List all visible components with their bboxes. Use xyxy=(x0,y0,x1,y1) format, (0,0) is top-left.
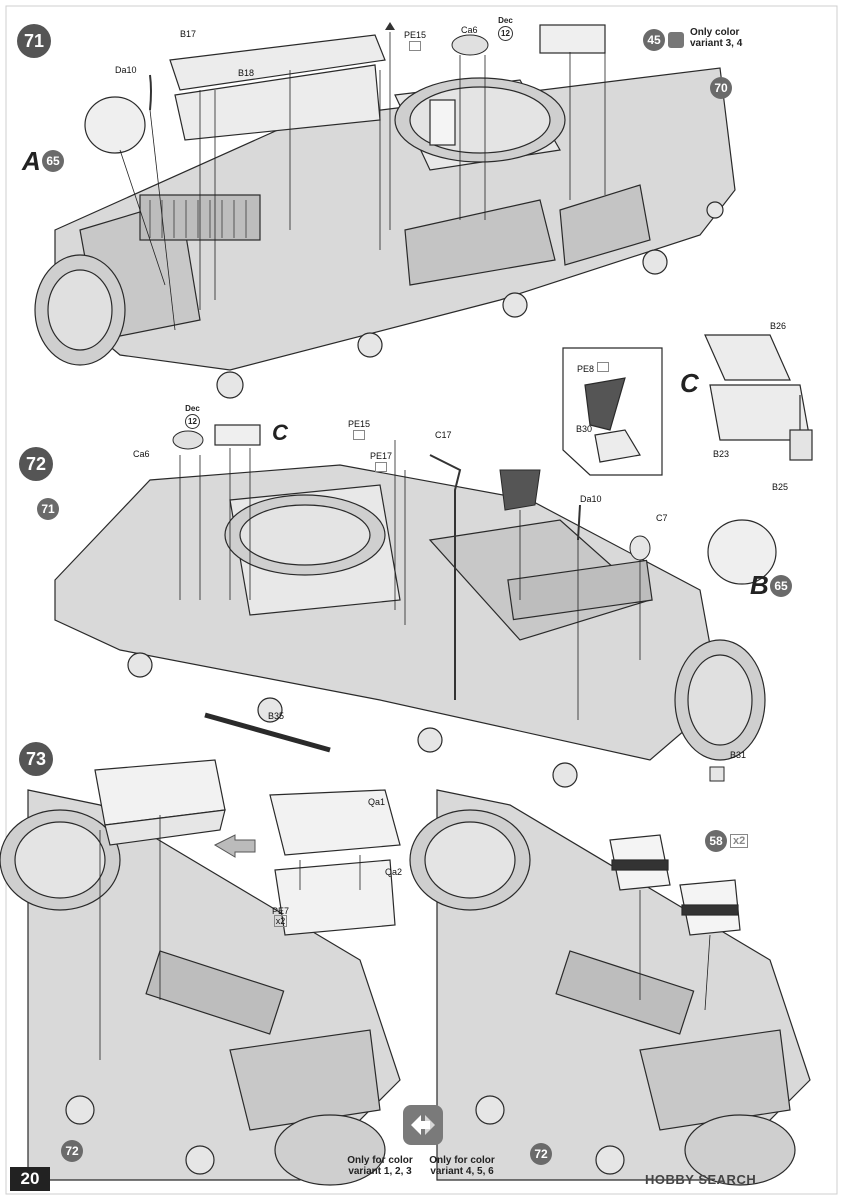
part-ca6-72 xyxy=(172,430,204,450)
inset-c-parts xyxy=(704,334,813,461)
label-pe7-qty: x2 xyxy=(273,915,288,927)
decal-label: Dec xyxy=(498,16,513,25)
label-b25: B25 xyxy=(772,482,789,492)
part-da10-72 xyxy=(577,504,581,541)
ref-72-left: 72 xyxy=(61,1140,83,1162)
part-box-c xyxy=(214,424,261,446)
part-pe15 xyxy=(385,22,395,30)
ref-letter-a: A xyxy=(22,146,41,176)
part-pe8-mounted xyxy=(499,469,541,511)
ref-letter-c: C xyxy=(272,420,288,445)
step71-hull xyxy=(34,67,736,399)
ref-45: 45 xyxy=(643,29,665,51)
step72-hull xyxy=(54,464,766,788)
decal-label: Dec xyxy=(185,404,200,413)
part-b-drum xyxy=(707,519,777,585)
label-ca6-72: Ca6 xyxy=(133,449,150,459)
variant-icon-small xyxy=(668,32,684,48)
direction-arrow xyxy=(213,834,256,858)
label-da10-72: Da10 xyxy=(580,494,602,504)
pe-icon xyxy=(596,362,609,372)
decal-number: 12 xyxy=(498,26,513,41)
part-c7 xyxy=(629,535,651,561)
label-pe8-text: PE8 xyxy=(577,364,595,374)
part-box-45 xyxy=(539,24,606,54)
label-qa1: Qa1 xyxy=(368,797,386,807)
label-pe15-text: PE15 xyxy=(404,30,427,40)
watermark-text: HOBBY SEARCH xyxy=(645,1172,757,1187)
label-pe15: PE15 xyxy=(404,30,426,53)
part-a-drum xyxy=(84,96,146,154)
label-pe17: PE17 xyxy=(370,451,392,474)
label-pe15-72-text: PE15 xyxy=(348,419,371,429)
part-ca6 xyxy=(451,34,489,56)
pe-icon xyxy=(375,462,388,472)
label-c7: C7 xyxy=(656,513,668,523)
decal-ref-71: Dec 12 xyxy=(498,16,513,41)
label-b26: B26 xyxy=(770,321,787,331)
ref-58-qty: x2 xyxy=(730,834,749,848)
label-pe7-text: PE7 xyxy=(272,906,290,916)
label-c17: C17 xyxy=(435,430,452,440)
part-b31 xyxy=(709,766,725,782)
ref-58: 58 xyxy=(705,830,727,852)
label-qa2: Qa2 xyxy=(385,867,403,877)
label-b35: B35 xyxy=(268,711,285,721)
step-number-72: 72 xyxy=(19,447,53,481)
label-b18: B18 xyxy=(238,68,255,78)
inset-c-letter: C xyxy=(680,368,699,398)
variant-note-right: Only for color variant 4, 5, 6 xyxy=(429,1155,495,1177)
part-b35 xyxy=(204,712,331,753)
step73-left-boxes xyxy=(94,759,401,936)
label-b30: B30 xyxy=(576,424,593,434)
label-b17: B17 xyxy=(180,29,197,39)
step73-left-hull xyxy=(0,789,401,1186)
part-c17 xyxy=(429,454,462,700)
page-border xyxy=(5,5,838,1195)
label-da10: Da10 xyxy=(115,65,137,75)
part-b17-b18 xyxy=(169,34,386,141)
inset-pe8 xyxy=(562,347,663,476)
jerrycans-58 xyxy=(609,834,741,936)
ref-65-a: 65 xyxy=(42,150,64,172)
part-da10 xyxy=(149,74,152,111)
decal-ref-72: Dec 12 xyxy=(185,404,200,429)
label-pe8: PE8 xyxy=(577,361,609,374)
label-ca6: Ca6 xyxy=(461,25,478,35)
decal-number: 12 xyxy=(185,414,200,429)
ref-65-b: 65 xyxy=(770,575,792,597)
label-pe15-72: PE15 xyxy=(348,419,370,442)
ref-70: 70 xyxy=(710,77,732,99)
label-b31: B31 xyxy=(730,750,747,760)
pe-icon xyxy=(409,41,422,51)
variant-note-left: Only for color variant 1, 2, 3 xyxy=(347,1155,413,1177)
step73-right-hull xyxy=(409,789,811,1186)
only-color-note: Only color variant 3, 4 xyxy=(690,27,743,49)
step-number-71: 71 xyxy=(17,24,51,58)
ref-71: 71 xyxy=(37,498,59,520)
page-number: 20 xyxy=(10,1167,50,1191)
label-pe17-text: PE17 xyxy=(370,451,393,461)
pe-icon xyxy=(353,430,366,440)
ref-letter-b: B xyxy=(750,570,769,600)
label-b23: B23 xyxy=(713,449,730,459)
step-number-73: 73 xyxy=(19,742,53,776)
ref-72-right: 72 xyxy=(530,1143,552,1165)
